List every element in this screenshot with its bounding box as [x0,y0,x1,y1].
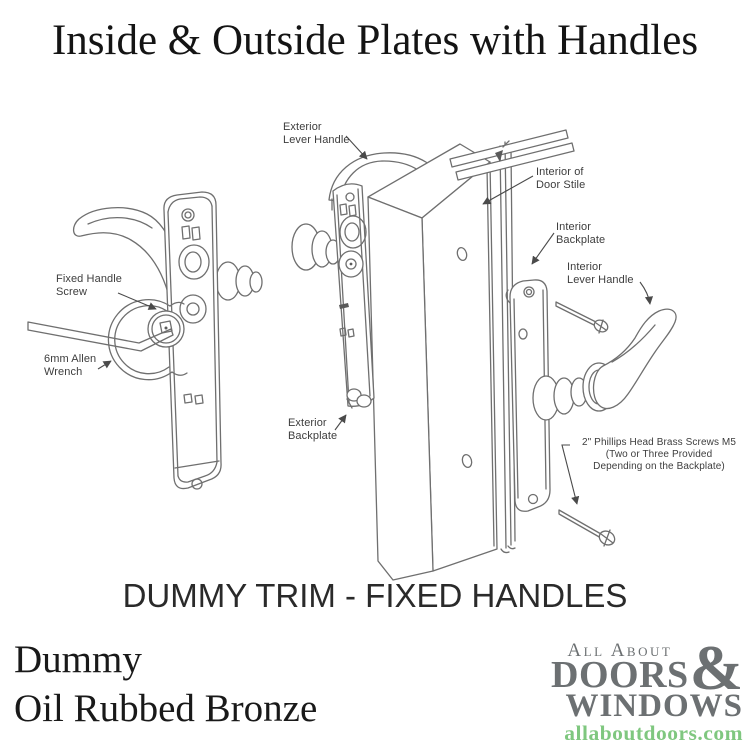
label-interior-of-door-stile: Interior of Door Stile [536,166,586,191]
exterior-backplate-drawing [291,183,375,409]
label-allen-wrench: 6mm Allen Wrench [44,353,97,378]
product-finish: Oil Rubbed Bronze [14,686,318,730]
fixed-handle-assembly-drawing [27,191,263,490]
label-exterior-lever-handle: Exterior Lever Handle [283,121,350,146]
brass-screws-drawing [555,301,616,547]
diagram-caption: DUMMY TRIM - FIXED HANDLES [122,577,628,614]
logo-top-row: All About DOORS & [547,632,743,704]
door-stile-drawing [367,129,575,581]
label-interior-backplate: Interior Backplate [556,221,606,246]
logo-website: allaboutdoors.com [564,721,743,746]
company-logo: All About DOORS & WINDOWS allaboutdoors.… [547,632,743,746]
label-interior-lever-handle: Interior Lever Handle [567,261,634,286]
logo-windows: WINDOWS [565,688,743,725]
logo-left-column: All About DOORS [551,640,689,696]
label-exterior-backplate: Exterior Backplate [288,417,338,442]
label-phillips-screws: 2" Phillips Head Brass Screws M5 (Two or… [581,437,737,472]
logo-doors: DOORS [551,654,689,696]
leader-lines [97,135,654,505]
interior-backplate-drawing [505,279,677,512]
product-name: Dummy [14,638,142,681]
label-fixed-handle-screw: Fixed Handle Screw [56,273,123,298]
logo-ampersand: & [689,632,743,704]
logo-all-about: All About [567,640,673,661]
product-info: Dummy Oil Rubbed Bronze [14,636,317,734]
page-title: Inside & Outside Plates with Handles [51,17,699,64]
